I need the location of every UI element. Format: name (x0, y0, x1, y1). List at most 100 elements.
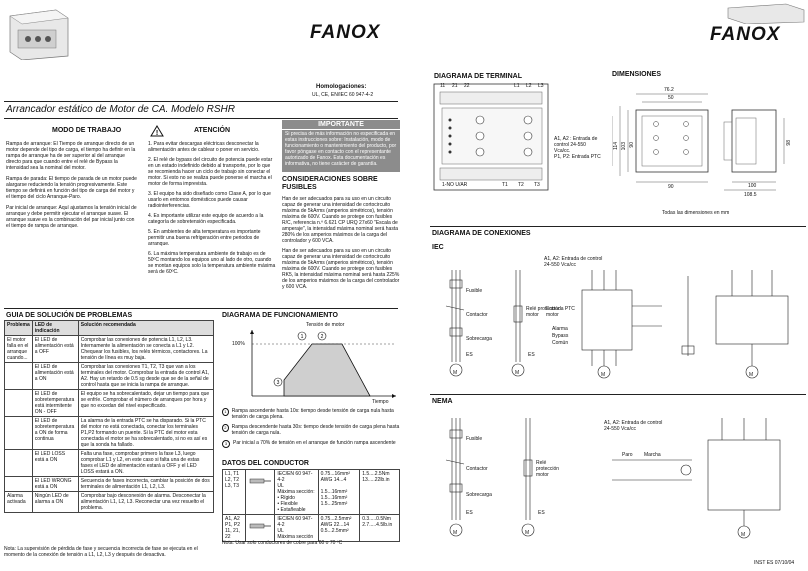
nema-label: NEMA (432, 398, 453, 405)
svg-text:1: 1 (301, 334, 304, 340)
consideraciones-body: Han de ser adecuados para su uso en un c… (282, 196, 400, 290)
terminal-label: L3 (538, 83, 544, 89)
step-3-icon: 3 (222, 440, 230, 448)
table-cell: El LED de alimentación está a OFF (31, 335, 79, 363)
iec-left-label: Sobrecarga (466, 336, 492, 342)
dim-value: 98 (786, 140, 792, 146)
table-cell: La alarma de la entrada PTC se ha dispar… (77, 416, 215, 450)
iec-left-label: Fusible (466, 288, 483, 294)
terminal-title: DIAGRAMA DE TERMINAL (434, 73, 523, 80)
terminal-label: T3 (534, 182, 540, 188)
func-item: Par inicial a 70% de tensión en el arran… (233, 440, 396, 446)
table-cell: El LED de sobretemperatura a ON de forma… (31, 416, 79, 450)
conexiones-title: DIAGRAMA DE CONEXIONES (432, 230, 531, 237)
step-2-icon: 2 (222, 424, 229, 432)
terminal-diagram: L1 L2 L3 11 21 22 1-NO U/AR T1 T2 T3 (432, 82, 552, 194)
page-title: Arrancador estático de Motor de CA. Mode… (6, 104, 235, 115)
guia-note: Nota: La supervisión de pérdida de fase … (4, 546, 198, 558)
iec-mid-label: ES (528, 352, 535, 358)
func-item: Rampa descendente hasta 30s: tiempo desd… (231, 424, 400, 436)
conductor-title: DATOS DEL CONDUCTOR (222, 460, 309, 467)
cable-strip-icon (245, 469, 276, 515)
conductor-terms: A1, A2 P1, P2 11, 21, 22 (221, 514, 247, 542)
iec-label: IEC (432, 244, 444, 251)
modo-paragraph: Par inicial de arranque: Aquí ajustamos … (6, 205, 137, 229)
table-header-cell: Problema (4, 320, 33, 336)
importante-box: IMPORTANTE Si precisa de más información… (282, 120, 400, 172)
table-row: El LED de sobretemperatura a ON de forma… (4, 416, 215, 450)
troubleshooting-table: Problema LED de indicación Solución reco… (4, 320, 215, 513)
dim-note: Todas las dimensiones en mm (662, 210, 730, 216)
right-page: FANOX DIAGRAMA DE TERMINAL L1 L2 L3 11 2… (404, 0, 808, 571)
conductor-norms: IEC/EN 60 947-4-2 UL Máxima sección: • R… (274, 469, 319, 515)
softstarter-photo-icon (727, 3, 805, 25)
terminal-label: 11 (440, 83, 446, 89)
conductor-sizes: 0.75...2.5mm² AWG 22...14 0.5...2.5mm² (317, 514, 361, 542)
terminal-legend: A1, A2 : Entrada de control 24-550 Vca/c… (554, 136, 601, 160)
consideraciones-paragraph: Han de ser adecuados para su uso en un c… (282, 248, 400, 290)
table-row: El motor falla en el arranque cuando...E… (4, 335, 215, 363)
conductor-torque: 1.5....2.5Nm 13.....22lb.in (359, 469, 400, 515)
nema-label-item: Fusible (466, 436, 483, 442)
conductor-torque: 0.3.....0.5Nm 2.7.....4.5lb.in (359, 514, 400, 542)
atencion-body: 1. Para evitar descargas eléctricas desc… (148, 141, 276, 275)
modo-trabajo-body: Rampa de arranque: El Tiempo de arranque… (6, 141, 138, 229)
cable-strip-icon (245, 514, 276, 542)
softstarter-photo-icon (9, 9, 69, 61)
table-row: El LED de sobretemperatura está intermit… (4, 389, 215, 417)
table-header-cell: Solución recomendada (77, 320, 215, 336)
table-cell: El LED de sobretemperatura está intermit… (31, 389, 79, 417)
atencion-item: 5. En ambientes de alta temperatura es i… (148, 229, 261, 247)
table-cell: El LED WRONG está a ON (31, 476, 79, 492)
table-cell (4, 476, 33, 492)
importante-title: IMPORTANTE (282, 120, 400, 130)
footer-code: INST ES 07/10/04 (754, 560, 795, 566)
table-cell: El LED de alimentación está a ON (31, 362, 79, 390)
brand-logo-right: FANOX (710, 24, 781, 45)
table-cell: Alarma activada (4, 491, 33, 513)
warning-icon: ! (150, 124, 164, 142)
table-cell (4, 416, 33, 450)
dim-value: 103 (621, 142, 627, 151)
atencion-item: 6. La máxima temperatura ambiente de tra… (148, 251, 276, 275)
svg-text:M: M (601, 372, 605, 378)
troubleshooting-body: El motor falla en el arranque cuando...E… (4, 335, 215, 513)
atencion-item: 3. El equipo ha sido diseñado como Clase… (148, 191, 271, 209)
table-cell: Comprobar bajo desconexión de alarma. De… (77, 491, 215, 513)
atencion-title: ATENCIÓN (194, 127, 231, 134)
modo-paragraph: Rampa de arranque: El Tiempo de arranque… (6, 141, 136, 171)
consideraciones-paragraph: Han de ser adecuados para su uso en un c… (282, 196, 399, 244)
step-1-icon: 1 (222, 408, 229, 416)
atencion-item: 2. El relé de bypass del circuito de pot… (148, 157, 273, 187)
svg-text:!: ! (156, 130, 158, 137)
conductor-terms: L1, T1 L2, T2 L3, T3 (221, 469, 247, 515)
iec-right-label: Alarma (552, 326, 568, 332)
table-cell (4, 362, 33, 390)
terminal-label: L2 (526, 83, 532, 89)
atencion-item: 1. Para evitar descargas eléctricas desc… (148, 141, 260, 153)
nema-label-item: Paro (622, 452, 633, 458)
table-header-cell: LED de indicación (31, 320, 79, 336)
dim-value: 50 (668, 95, 674, 101)
dim-value: 90 (668, 184, 674, 190)
tiempo-label: Tiempo (372, 399, 389, 405)
left-page: FANOX Homologaciones: UL, CE, EN/IEC 60 … (4, 9, 400, 558)
svg-text:M: M (453, 370, 457, 376)
svg-text:3: 3 (277, 380, 280, 386)
conductor-norms: IEC/EN 60 947-4-2 UL Máxima sección (274, 514, 319, 542)
nema-label-item: Contactor (466, 466, 488, 472)
table-cell (4, 449, 33, 477)
table-cell: Secuencia de fases incorrecta, cambiar l… (77, 476, 215, 492)
table-cell: Falta una fase, comprobar primero la fas… (77, 449, 215, 477)
table-cell: El motor falla en el arranque cuando... (4, 335, 33, 363)
svg-text:M: M (741, 532, 745, 538)
terminal-label: 21 (452, 83, 458, 89)
terminal-label: L1 (514, 83, 520, 89)
nema-label-item: ES (538, 510, 545, 516)
nema-label-item: Marcha (644, 452, 661, 458)
